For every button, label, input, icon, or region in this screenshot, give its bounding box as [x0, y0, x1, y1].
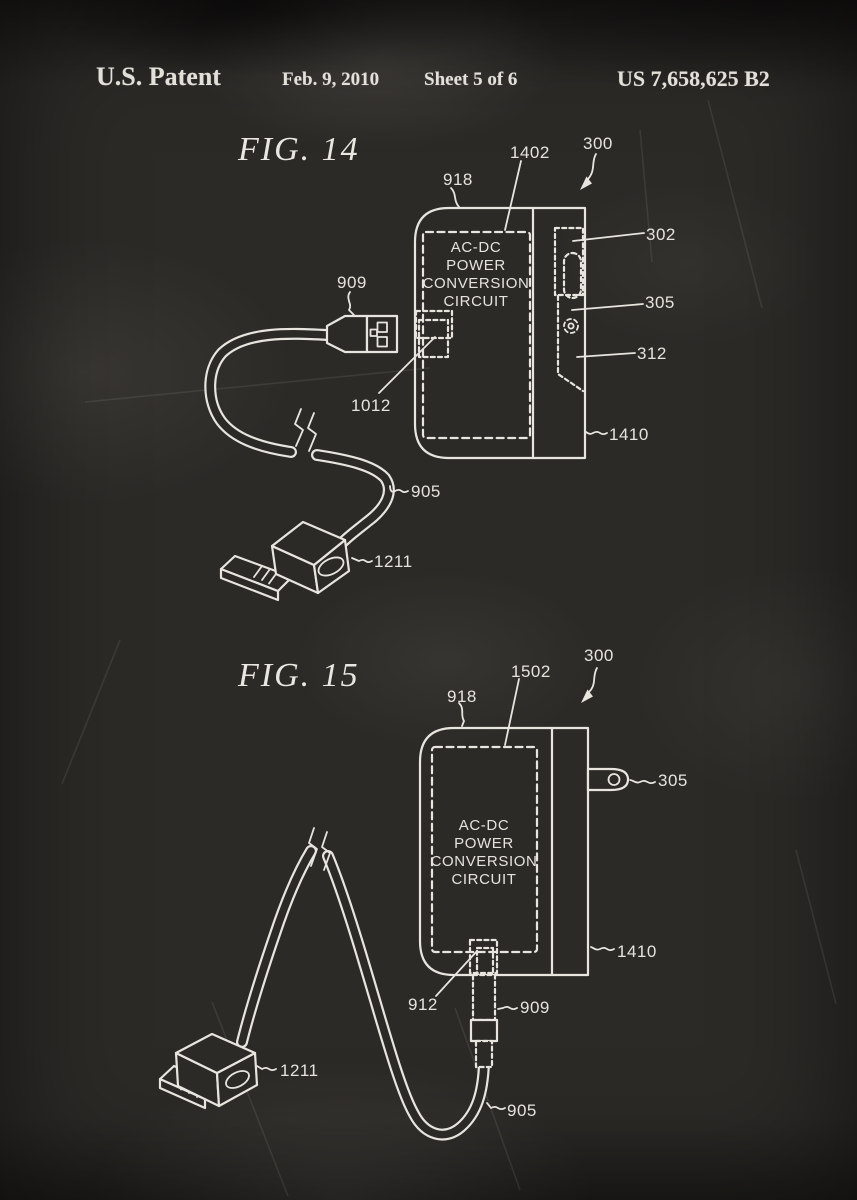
ref-918: 918: [447, 687, 477, 706]
ref-905: 905: [507, 1101, 537, 1120]
ref-1211: 1211: [374, 552, 413, 571]
ref-1012: 1012: [351, 396, 391, 415]
patent-number: US 7,658,625 B2: [617, 66, 770, 91]
prong-compartment: [553, 226, 585, 393]
usb-plug: [469, 973, 499, 1069]
ac-prong: [586, 767, 630, 792]
svg-text:CIRCUIT: CIRCUIT: [443, 293, 508, 310]
dock-connector: [158, 1032, 259, 1110]
ref-1402: 1402: [510, 143, 550, 162]
figure-15-title: FIG. 15: [237, 657, 360, 694]
patent-office-label: U.S. Patent: [96, 62, 221, 91]
ref-1502: 1502: [511, 662, 551, 681]
fig15-leader-lines: [256, 667, 656, 1111]
svg-text:POWER: POWER: [454, 835, 514, 852]
svg-text:CONVERSION: CONVERSION: [423, 275, 530, 292]
adapter-housing: [413, 206, 587, 460]
ref-305: 305: [658, 771, 688, 790]
cable-break-mark: [294, 408, 317, 452]
svg-text:CONVERSION: CONVERSION: [431, 853, 538, 870]
ref-312: 312: [637, 344, 667, 363]
connector-slot: [225, 1070, 250, 1089]
ref-909: 909: [520, 998, 550, 1017]
svg-text:CIRCUIT: CIRCUIT: [451, 871, 516, 888]
ref-300-arrowhead: [581, 689, 593, 703]
ref-1410: 1410: [617, 942, 657, 961]
svg-text:AC-DC: AC-DC: [451, 239, 502, 256]
ref-905: 905: [411, 482, 441, 501]
ref-1410: 1410: [609, 425, 649, 444]
adapter-housing: [418, 726, 590, 977]
patent-date: Feb. 9, 2010: [282, 69, 380, 90]
circuit-label: AC-DC POWER CONVERSION CIRCUIT: [423, 239, 530, 310]
ref-302: 302: [646, 225, 676, 244]
ref-918: 918: [443, 170, 473, 189]
figure-14: FIG. 14: [204, 131, 676, 602]
figure-15: FIG. 15: [158, 646, 688, 1141]
fig14-leader-lines: [347, 153, 645, 564]
svg-text:AC-DC: AC-DC: [459, 817, 510, 834]
cable-break-mark: [308, 827, 331, 871]
ref-300-arrowhead: [580, 176, 592, 190]
ref-912: 912: [408, 995, 438, 1014]
ref-300: 300: [583, 134, 613, 153]
dock-connector: [219, 520, 351, 602]
ref-305: 305: [645, 293, 675, 312]
usb-plug: [325, 314, 399, 354]
svg-text:POWER: POWER: [446, 257, 506, 274]
ref-1211: 1211: [280, 1061, 319, 1080]
power-circuit-box: [430, 745, 539, 954]
power-circuit-box: [421, 230, 532, 440]
chalk-scratches: [61, 99, 837, 1197]
figure-14-title: FIG. 14: [237, 131, 360, 168]
ref-300: 300: [584, 646, 614, 665]
output-port-boxes: [468, 938, 499, 977]
ref-909: 909: [337, 273, 367, 292]
connector-slot: [317, 556, 345, 577]
circuit-label: AC-DC POWER CONVERSION CIRCUIT: [431, 817, 538, 888]
sheet-indicator: Sheet 5 of 6: [424, 69, 518, 90]
